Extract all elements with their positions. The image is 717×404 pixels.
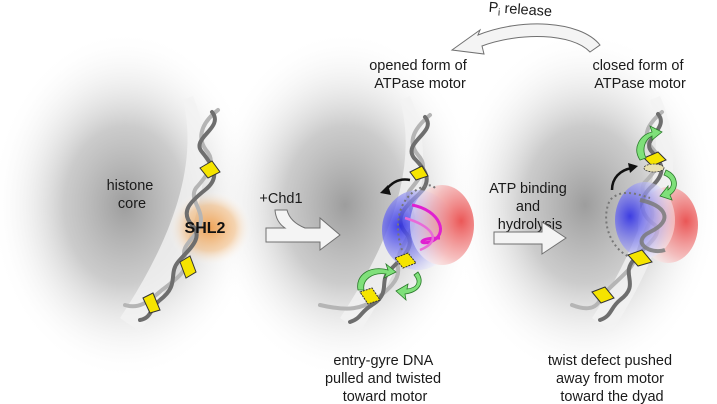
dna-helix <box>123 108 220 322</box>
dotted-loop <box>605 192 651 259</box>
base-pair <box>591 286 615 304</box>
twist-arrow-icon <box>659 169 677 201</box>
rotation-arrow-icon <box>610 166 633 191</box>
closed-title: closed form of ATPase motor <box>592 58 687 92</box>
opened-caption: entry-gyre DNA pulled and twisted toward… <box>325 353 445 404</box>
base-pair <box>179 255 197 279</box>
panel-closed <box>570 96 698 332</box>
base-pair <box>409 165 429 181</box>
dotted-loop <box>397 184 436 251</box>
base-pair <box>643 151 667 167</box>
dna-helix-over-motor <box>639 198 667 254</box>
rotation-arrowhead-icon <box>380 185 391 195</box>
twist-arrow-icon <box>636 125 663 161</box>
twist-arrow-icon <box>395 271 422 302</box>
atpase-lobe-red <box>410 185 474 265</box>
histone-core-3 <box>450 30 717 380</box>
base-pair <box>359 287 381 305</box>
shl2-label: SHL2 <box>185 220 226 237</box>
closed-caption: twist defect pushed away from motor towa… <box>548 353 676 404</box>
dna-pink-strand <box>404 216 435 252</box>
add-chd1-arrow <box>265 209 341 251</box>
base-pair <box>627 249 653 267</box>
panel-nucleosome <box>120 96 252 332</box>
twist-arrow-icon <box>357 262 397 291</box>
histone-core-label: histone core <box>107 178 158 212</box>
panel-opened <box>318 96 474 332</box>
add-chd1-label: +Chd1 <box>259 191 302 207</box>
atpase-lobe-blue <box>615 182 675 258</box>
rotation-arrowhead-icon <box>628 163 638 173</box>
atp-arrow <box>493 221 567 255</box>
base-pair <box>199 160 221 179</box>
pi-release-label: Pi release <box>488 0 553 22</box>
opened-title: opened form of ATPase motor <box>369 58 471 92</box>
twist-defect <box>643 163 665 173</box>
base-pair <box>394 252 417 269</box>
dna-pink-strand <box>411 203 442 245</box>
base-pair <box>142 292 161 314</box>
pi-release-arrow <box>450 23 601 55</box>
